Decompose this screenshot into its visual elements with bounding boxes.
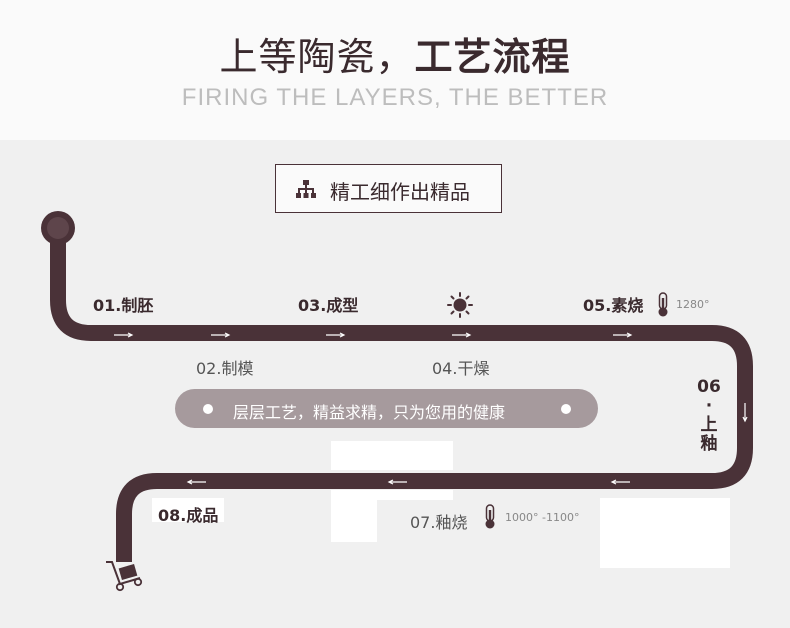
arrow-down-icon <box>742 403 748 423</box>
page-subtitle: FIRING THE LAYERS, THE BETTER <box>181 84 609 111</box>
step-02-label: 02.制模 <box>196 359 254 378</box>
step-08-label: 08.成品 <box>158 506 219 525</box>
blank-block <box>331 490 377 542</box>
arrow-left-icon <box>387 479 407 485</box>
step-06-number: 06 <box>697 377 721 397</box>
step-07-label: 07.釉烧 <box>410 513 468 532</box>
step-06-label: 06 · 上 釉 <box>697 378 721 454</box>
blank-block <box>377 490 453 500</box>
page-title: 上等陶瓷，工艺流程 <box>0 26 790 81</box>
title-bold: 工艺流程 <box>414 35 571 79</box>
arrow-right-icon <box>211 332 231 338</box>
hand-truck-icon <box>106 561 143 592</box>
step-03-label: 03.成型 <box>298 296 359 315</box>
thermometer-icon <box>485 504 495 529</box>
blank-block <box>600 498 730 568</box>
route-start-inner <box>47 217 69 239</box>
step-05-temperature: 1280° <box>676 298 710 311</box>
arrow-left-icon <box>610 479 630 485</box>
section-label-box: 精工细作出精品 <box>275 164 502 213</box>
header-area <box>0 0 790 140</box>
banner-dot-right <box>561 404 571 414</box>
step-05-label: 05.素烧 <box>583 296 644 315</box>
arrow-right-icon <box>613 332 633 338</box>
slogan-banner: 层层工艺，精益求精，只为您用的健康 <box>175 389 598 428</box>
step-07-temperature: 1000° -1100° <box>505 511 580 524</box>
org-chart-icon <box>296 180 316 198</box>
arrow-right-icon <box>326 332 346 338</box>
banner-dot-left <box>203 404 213 414</box>
step-06-dot: · <box>705 396 713 416</box>
step-06-char-2: 釉 <box>700 434 718 454</box>
step-01-label: 01.制胚 <box>93 296 154 315</box>
step-label-bg <box>152 498 224 522</box>
step-06-char-1: 上 <box>700 415 718 435</box>
title-light: 上等陶瓷， <box>219 35 415 79</box>
section-label: 精工细作出精品 <box>330 180 470 204</box>
thermometer-icon <box>658 292 668 317</box>
arrow-right-icon <box>452 332 472 338</box>
arrow-left-icon <box>186 479 206 485</box>
step-04-label: 04.干燥 <box>432 359 490 378</box>
arrow-right-icon <box>114 332 134 338</box>
sun-icon <box>447 292 473 318</box>
banner-text: 层层工艺，精益求精，只为您用的健康 <box>233 403 506 422</box>
blank-block <box>331 441 453 470</box>
